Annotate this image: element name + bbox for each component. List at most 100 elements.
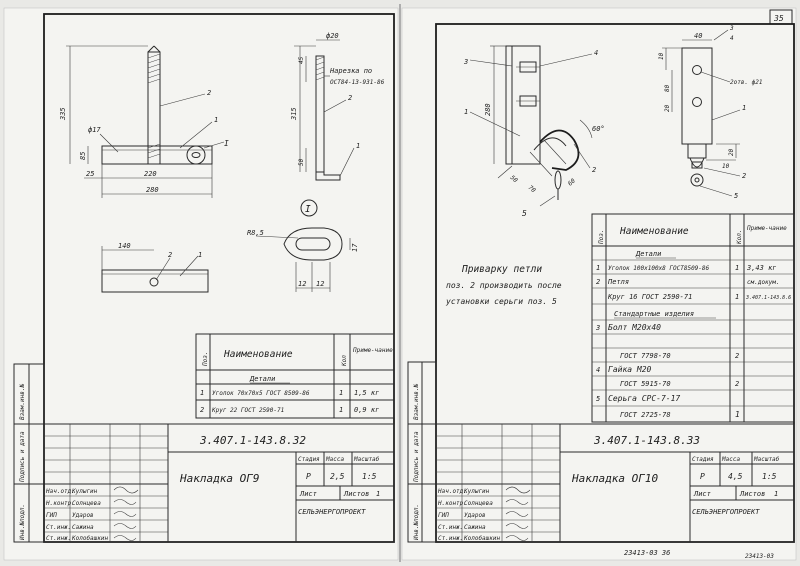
right-spec-row-name: Круг 16 ГОСТ 2590-71 (607, 293, 692, 301)
left-mass: 2,5 (330, 472, 345, 481)
right-dim-70: 70 (527, 184, 537, 194)
right-spec-table: Поз. Наименование Кол. Приме-чание Детал… (591, 213, 795, 423)
right-spec-row-name: ГОСТ 2725-78 (620, 411, 671, 419)
left-scale: 1:5 (362, 472, 377, 481)
left-dim-r8-5: R8,5 (247, 229, 264, 237)
right-callout-1: 1 (464, 108, 468, 116)
left-callout-1c: 1 (198, 251, 202, 259)
right-person-name: Солнцева (464, 500, 493, 507)
right-person-role: ГИП (438, 512, 449, 519)
right-person-role: Нач.отд. (437, 488, 467, 495)
left-spec-row-name: Уголок 70х70х5 ГОСТ 8509-86 (212, 390, 310, 397)
right-spec-row-qty: 1 (735, 264, 739, 272)
right-dim-60: 60 (567, 177, 577, 187)
left-side-label-inv: Инв.№подл. (19, 504, 26, 541)
right-hdr-scale: Масштаб (753, 456, 780, 463)
right-spec-row-pos: 4 (596, 366, 600, 374)
right-org: СЕЛЬЭНЕРГОПРОЕКТ (692, 508, 760, 516)
right-spec-row-name: Болт М20х40 (608, 323, 661, 332)
right-person-role: Ст.инж. (438, 524, 463, 531)
right-side-label-inv: Инв.№подл. (413, 504, 420, 541)
left-spec-row-qty: 1 (339, 389, 343, 397)
right-side-label-sign: Подпись и дата (413, 431, 420, 483)
corner-stamp: 23413-03 (745, 553, 774, 560)
left-side-label-sign: Подпись и дата (19, 431, 26, 483)
right-callout-5b: 5 (734, 192, 738, 200)
left-sheet-paper (3, 7, 399, 561)
right-spec-row-name: Серьга СРС-7-17 (608, 394, 680, 403)
right-person-name: Сажина (464, 524, 486, 531)
right-title-block: 3.407.1-143.8.33 Накладка ОГ10 Стадия Ма… (435, 423, 795, 543)
left-person-name: Солнцева (72, 500, 101, 507)
left-callout-1b: 1 (356, 142, 360, 150)
left-org: СЕЛЬЭНЕРГОПРОЕКТ (298, 508, 366, 516)
left-spec-hdr-pos: Поз. (202, 352, 209, 367)
right-spec-row-pos: 1 (596, 264, 600, 272)
right-spec-row-name: Петля (607, 278, 629, 286)
left-dim-25: 25 (86, 170, 94, 178)
left-hdr-mass: Масса (325, 456, 344, 463)
left-spec-row-name: Круг 22 ГОСТ 2590-71 (211, 407, 284, 414)
right-spec-row-note: 3,43 кг (746, 264, 777, 272)
right-signatures (505, 486, 531, 541)
left-sheets-count: 1 (376, 490, 380, 498)
right-person-name: Ударов (464, 512, 486, 519)
right-side-label-repl: Взам.инв.№ (413, 383, 420, 420)
right-spec-row-name: Уголок 100х100х8 ГОСТ8509-86 (608, 265, 710, 272)
left-dim-12b: 12 (316, 280, 324, 288)
left-callout-1a: 1 (214, 116, 218, 124)
left-person-name: Кулыгин (71, 488, 98, 495)
right-sheets-label: Листов (739, 490, 765, 498)
left-plan-view: 140 2 1 (101, 242, 209, 293)
thread-std: ОСТ84-13-931-86 (330, 79, 385, 86)
right-stage: Р (700, 472, 705, 481)
right-dim-20b: 20 (728, 148, 735, 156)
right-callout-5: 5 (522, 209, 527, 218)
left-callout-2a: 2 (207, 89, 211, 97)
right-side-view: 40 10 80 20 20 10 2отв. ф21 3 4 1 2 5 (658, 25, 763, 200)
right-dim-60deg: 60° (592, 125, 605, 133)
right-hdr-stage: Стадия (692, 456, 714, 463)
left-spec-section: Детали (249, 375, 275, 383)
left-spec-table: Поз. Наименование Кол Приме-чание Детали… (195, 333, 395, 419)
right-callout-4b: 4 (730, 35, 734, 42)
left-person-name: Ударов (72, 512, 94, 519)
right-person-role: Ст.инж. (438, 535, 463, 542)
left-dim-335: 335 (59, 107, 67, 121)
right-spec-row-name: ГОСТ 7798-70 (620, 352, 671, 360)
right-person-name: Кулыгин (463, 488, 490, 495)
left-sheet: Инв.№подл. Подпись и дата Взам.инв.№ 335 (13, 13, 395, 543)
right-spec-section1: Детали (635, 250, 661, 258)
left-dim-phi17: ф17 (88, 126, 101, 134)
right-person-name: Колобашкин (463, 535, 501, 542)
right-callout-3: 3 (463, 58, 468, 66)
right-spec-row-qty: 2 (735, 352, 739, 360)
section-i-mark: I (305, 204, 311, 215)
right-sheet: Инв.№подл. Подпись и дата Взам.инв.№ 280… (407, 23, 795, 543)
left-spec-hdr-note: Приме-чание (352, 347, 393, 354)
right-spec-row-pos: 3 (595, 324, 600, 332)
right-dim-40: 40 (694, 32, 702, 40)
right-front-view: 280 50 70 60 60° 3 4 1 2 5 (463, 45, 605, 218)
right-spec-row-qty: 1 (735, 410, 740, 419)
left-dim-12a: 12 (298, 280, 306, 288)
left-spec-row-qty: 1 (339, 406, 343, 414)
detail-i-view: R8,5 17 12 12 (247, 227, 359, 292)
right-spec-hdr-qty: Кол. (736, 230, 743, 245)
right-spec-section2: Стандартные изделия (614, 310, 694, 318)
page-number: 35 (773, 14, 784, 23)
right-spec-hdr-pos: Поз. (598, 230, 605, 245)
left-person-name: Сажина (72, 524, 94, 531)
right-hdr-mass: Масса (721, 456, 740, 463)
left-dim-280: 280 (146, 186, 159, 194)
left-stage: Р (306, 472, 311, 481)
left-sheet-title: Накладка ОГ9 (179, 472, 259, 485)
right-spec-row-name: Гайка М20 (608, 365, 652, 374)
left-person-role: ГИП (46, 512, 57, 519)
left-sheets-label: Листов (343, 490, 369, 498)
right-dim-10b: 10 (722, 163, 730, 170)
right-dim-50: 50 (509, 174, 519, 184)
footer-code: 23413-03 36 (624, 549, 670, 557)
left-hdr-stage: Стадия (298, 456, 320, 463)
